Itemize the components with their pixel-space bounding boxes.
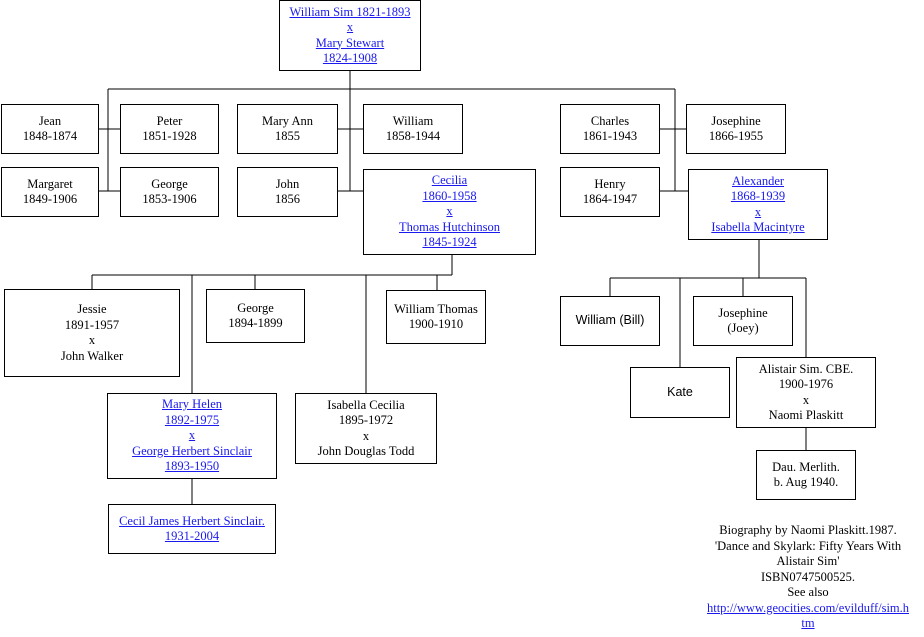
root-marriage-mark[interactable]: x [346, 20, 354, 34]
person-dates: 1855 [275, 129, 300, 143]
biography-title-line: 'Dance and Skylark: Fifty Years With [714, 538, 902, 553]
person-name: Mary Ann [261, 113, 314, 128]
great-grandchild-box-cecil: Cecil James Herbert Sinclair. 1931-2004 [108, 504, 276, 554]
grandchild-box-alistair: Alistair Sim. CBE. 1900-1976 x Naomi Pla… [736, 357, 876, 428]
person-dates: 1851-1928 [142, 129, 197, 143]
child-box-charles: Charles 1861-1943 [560, 104, 660, 154]
marriage-mark: x [88, 333, 96, 347]
person-dates: 1866-1955 [708, 129, 764, 143]
alexander-marriage-mark[interactable]: x [754, 204, 762, 219]
person-dates: 1891-1957 [64, 317, 120, 332]
person-name: George [237, 300, 274, 315]
grandchild-box-william-bill: William (Bill) [560, 296, 660, 346]
biography-note: Biography by Naomi Plaskitt.1987. 'Dance… [680, 523, 924, 632]
mary-helen-spouse-dates-link[interactable]: 1893-1950 [164, 459, 220, 474]
person-dates: 1864-1947 [582, 192, 638, 206]
grandchild-box-isabella-cecilia: Isabella Cecilia 1895-1972 x John Dougla… [295, 393, 437, 464]
person-dates: 1900-1976 [778, 377, 834, 391]
grandchild-box-josephine-joey: Josephine (Joey) [693, 296, 793, 346]
person-dates: 1900-1910 [408, 317, 464, 331]
person-name: Alistair Sim. CBE. [758, 361, 854, 376]
external-website-link[interactable]: http://www.geocities.com/evilduff/sim.h [706, 600, 910, 615]
cecil-name-link[interactable]: Cecil James Herbert Sinclair. [119, 513, 265, 528]
person-name: Jean [38, 113, 62, 128]
root-person-link[interactable]: William Sim 1821-1893 [289, 4, 411, 19]
cecilia-spouse-link[interactable]: Thomas Hutchinson [398, 219, 501, 234]
person-name: William Thomas [394, 301, 478, 316]
spouse-name: John Douglas Todd [317, 444, 415, 458]
cecil-dates-link[interactable]: 1931-2004 [164, 529, 220, 543]
see-also-line: See also [787, 585, 829, 599]
grandchild-box-kate: Kate [630, 367, 730, 418]
person-name: Josephine [718, 305, 768, 320]
person-dates: b. Aug 1940. [773, 475, 839, 489]
person-name: Charles [590, 113, 630, 128]
root-spouse-link[interactable]: Mary Stewart [315, 35, 385, 50]
person-dates: 1853-1906 [142, 192, 197, 206]
child-box-margaret: Margaret 1849-1906 [1, 167, 99, 217]
cecilia-name-link[interactable]: Cecilia [431, 173, 468, 188]
biography-title-line: Alistair Sim' [776, 554, 840, 568]
person-dates: 1895-1972 [338, 413, 394, 427]
child-box-john: John 1856 [237, 167, 338, 217]
person-name: Isabella Cecilia [327, 397, 405, 412]
child-box-alexander: Alexander 1868-1939 x Isabella Macintyre [688, 169, 828, 240]
cecilia-spouse-dates-link[interactable]: 1845-1924 [422, 235, 477, 250]
child-box-jean: Jean 1848-1874 [1, 104, 99, 154]
biography-line: Biography by Naomi Plaskitt.1987. [719, 523, 897, 537]
mary-helen-name-link[interactable]: Mary Helen [161, 397, 223, 412]
root-couple-box: William Sim 1821-1893 x Mary Stewart 182… [279, 0, 421, 71]
child-box-peter: Peter 1851-1928 [120, 104, 219, 154]
marriage-mark: x [802, 392, 810, 407]
person-name: Peter [156, 113, 183, 128]
grandchild-box-george: George 1894-1899 [206, 289, 305, 343]
person-nickname: (Joey) [727, 321, 759, 335]
grandchild-box-william-thomas: William Thomas 1900-1910 [386, 290, 486, 344]
child-box-mary-ann: Mary Ann 1855 [237, 104, 338, 154]
child-box-george: George 1853-1906 [120, 167, 219, 217]
person-dates: 1856 [275, 192, 300, 206]
external-website-link-continued[interactable]: tm [801, 616, 815, 630]
great-grandchild-box-merlith: Dau. Merlith. b. Aug 1940. [756, 450, 856, 500]
child-box-josephine: Josephine 1866-1955 [686, 104, 786, 154]
cecilia-marriage-mark[interactable]: x [446, 204, 453, 219]
person-name: Margaret [27, 176, 73, 191]
grandchild-box-jessie: Jessie 1891-1957 x John Walker [4, 289, 180, 377]
alexander-spouse-link[interactable]: Isabella Macintyre [711, 220, 805, 234]
alexander-name-link[interactable]: Alexander [731, 173, 785, 188]
person-dates: 1861-1943 [582, 129, 638, 143]
person-name: Kate [667, 384, 693, 399]
mary-helen-dates-link[interactable]: 1892-1975 [164, 412, 220, 427]
isbn-line: ISBN0747500525. [760, 569, 856, 584]
person-name: William [392, 113, 434, 128]
child-box-william: William 1858-1944 [363, 104, 463, 154]
spouse-name: John Walker [60, 348, 124, 363]
child-box-cecilia: Cecilia 1860-1958 x Thomas Hutchinson 18… [363, 169, 536, 255]
person-name: Josephine [711, 113, 761, 128]
person-name: Henry [594, 176, 626, 191]
person-dates: 1849-1906 [22, 192, 78, 206]
mary-helen-marriage-mark[interactable]: x [188, 428, 196, 443]
person-name: Jessie [77, 302, 107, 316]
root-spouse-dates-link[interactable]: 1824-1908 [322, 51, 378, 65]
person-dates: 1848-1874 [22, 129, 78, 143]
person-dates: 1858-1944 [385, 129, 441, 143]
cecilia-dates-link[interactable]: 1860-1958 [422, 188, 477, 203]
marriage-mark: x [362, 428, 370, 443]
mary-helen-spouse-link[interactable]: George Herbert Sinclair [132, 443, 252, 458]
person-dates: 1894-1899 [228, 316, 283, 330]
person-name: John [275, 176, 300, 191]
person-name: William (Bill) [575, 313, 645, 328]
alexander-dates-link[interactable]: 1868-1939 [730, 189, 786, 203]
person-name: Dau. Merlith. [772, 459, 840, 474]
grandchild-box-mary-helen: Mary Helen 1892-1975 x George Herbert Si… [107, 393, 277, 479]
spouse-name: Naomi Plaskitt [768, 408, 844, 422]
person-name: George [151, 176, 188, 191]
child-box-henry: Henry 1864-1947 [560, 167, 660, 217]
